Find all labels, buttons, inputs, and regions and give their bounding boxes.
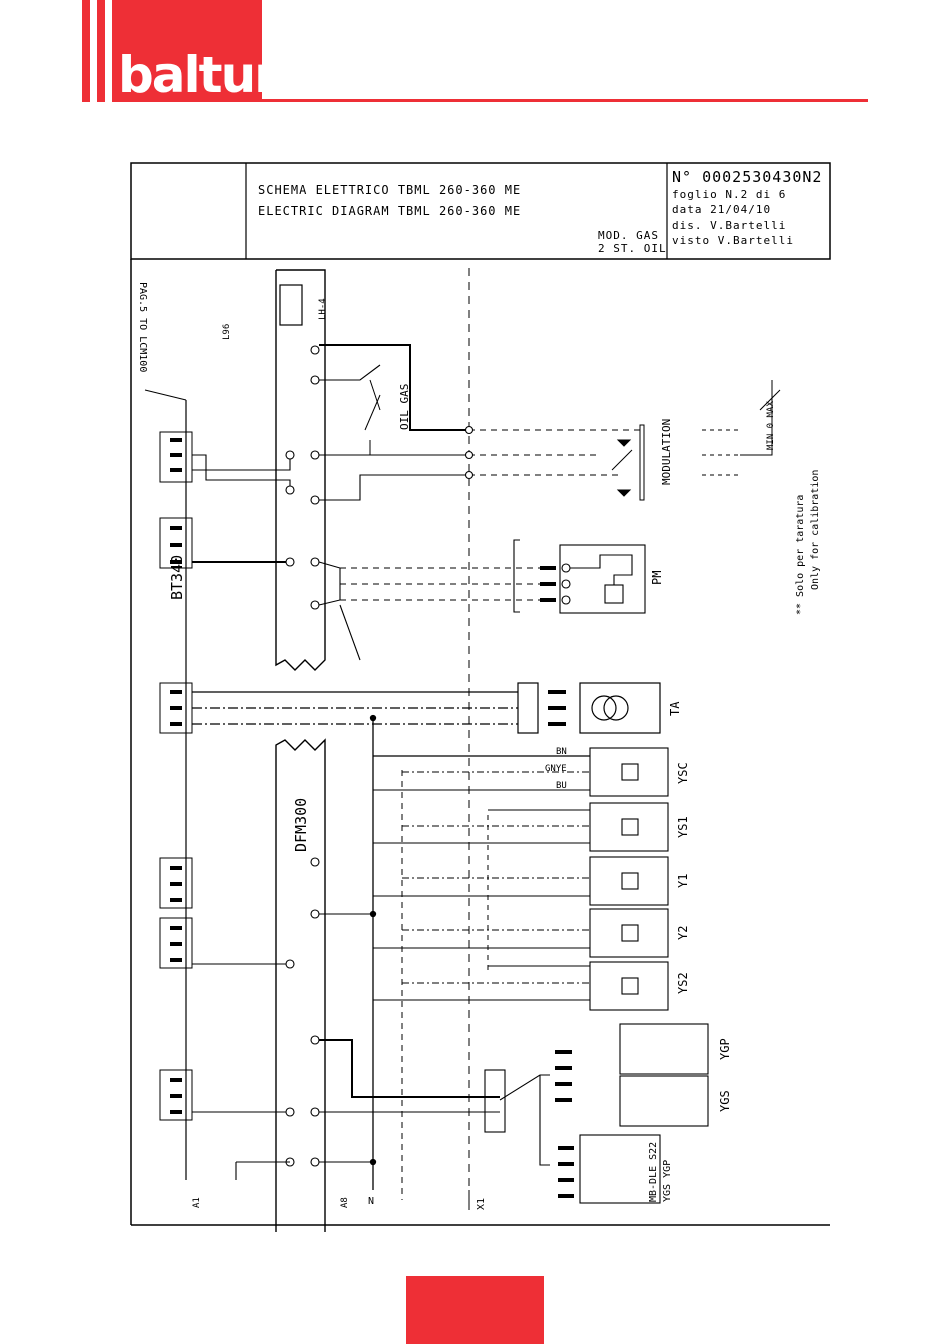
- variant-gas: MOD. GAS: [598, 229, 659, 242]
- title-block-frame: [130, 162, 831, 260]
- calibration-switch: [702, 380, 781, 476]
- brand-logo: baltur: [118, 46, 279, 104]
- module-a8-label: A8: [340, 1197, 350, 1208]
- brand-logo-block: [112, 0, 262, 102]
- pm-sensor: [513, 539, 646, 614]
- connector-x09-top: [159, 431, 193, 483]
- module-dfm300-label: DFM300: [292, 797, 310, 852]
- label-a1: A1: [192, 1197, 202, 1208]
- label-modulation: MODULATION: [660, 418, 673, 485]
- modulation-switch: [611, 424, 645, 501]
- page-ref-1: PAG.5: [137, 282, 148, 313]
- title-english: ELECTRIC DIAGRAM TBML 260-360 ME: [258, 204, 522, 218]
- ta-transformer: [192, 682, 661, 734]
- modulation-lines: [340, 429, 640, 601]
- module-lh4: [279, 284, 303, 326]
- rail-a1-top: [144, 389, 187, 401]
- module-lh4-label: LH-4: [318, 298, 328, 320]
- label-wire-gnye: GNYE: [545, 764, 567, 774]
- brand-rule: [262, 99, 868, 102]
- valve-blocks: [373, 747, 669, 1011]
- brand-bar-2: [97, 0, 105, 102]
- connector-x06: [159, 517, 193, 569]
- label-x1: X1: [476, 1197, 487, 1210]
- brand-bar-1: [82, 0, 90, 102]
- label-min-max: MIN 0 MAX: [766, 401, 776, 450]
- module-bt340-outline: [275, 269, 326, 671]
- label-ygp: YGP: [718, 1038, 732, 1060]
- label-l96: L96: [222, 323, 232, 340]
- label-ygs-ygp: YGS YGP: [662, 1159, 673, 1202]
- brand-header: [82, 0, 868, 102]
- connector-x02: [159, 917, 193, 969]
- xl-terminals: [464, 425, 474, 480]
- connector-x00: [159, 1069, 193, 1121]
- label-ygs: YGS: [718, 1090, 732, 1112]
- oil-gas-switch: [364, 379, 381, 455]
- sheet-number: foglio N.2 di 6: [672, 188, 787, 201]
- neutral-bus: [369, 714, 590, 1190]
- label-ta: TA: [668, 701, 682, 716]
- label-pm: PM: [650, 570, 664, 585]
- connector-x09-mid: [159, 857, 193, 909]
- module-dfm300-outline: [275, 738, 326, 1232]
- label-wire-bu: BU: [556, 781, 567, 791]
- page-ref-2: TO: [137, 318, 148, 331]
- connector-x04: [159, 682, 193, 734]
- label-neutral: N: [368, 1196, 375, 1207]
- title-italian: SCHEMA ELETTRICO TBML 260-360 ME: [258, 183, 522, 197]
- label-oil-gas: OIL GAS: [398, 383, 411, 430]
- label-valve-y2: Y2: [676, 925, 690, 940]
- label-valve-ysc: YSC: [676, 762, 690, 784]
- wires-bt340: [192, 450, 295, 1180]
- gas-valves: [484, 1023, 709, 1204]
- label-page-ref: PAG.5 TO LCM100: [137, 282, 148, 372]
- footer-tab: [406, 1276, 544, 1344]
- label-valve-ys2: YS2: [676, 972, 690, 994]
- label-mb-dle: MB-DLE S22: [648, 1141, 659, 1202]
- label-valve-y1: Y1: [676, 873, 690, 888]
- calibration-note-en: Only for calibration: [810, 469, 821, 590]
- variant-oil: 2 ST. OIL: [598, 242, 667, 255]
- label-valve-ys1: YS1: [676, 816, 690, 838]
- page-ref-3: LCM100: [137, 336, 148, 373]
- calibration-note-it: ** Solo per taratura: [795, 494, 806, 615]
- document-number: N° 0002530430N2: [672, 168, 823, 186]
- checked-by: visto V.Bartelli: [672, 234, 794, 247]
- drawing-date: data 21/04/10: [672, 203, 772, 216]
- label-wire-bn: BN: [556, 747, 567, 757]
- module-bt340-label: BT340: [168, 554, 186, 600]
- drawn-by: dis. V.Bartelli: [672, 219, 787, 232]
- terminals-bt340-right: [310, 344, 500, 1167]
